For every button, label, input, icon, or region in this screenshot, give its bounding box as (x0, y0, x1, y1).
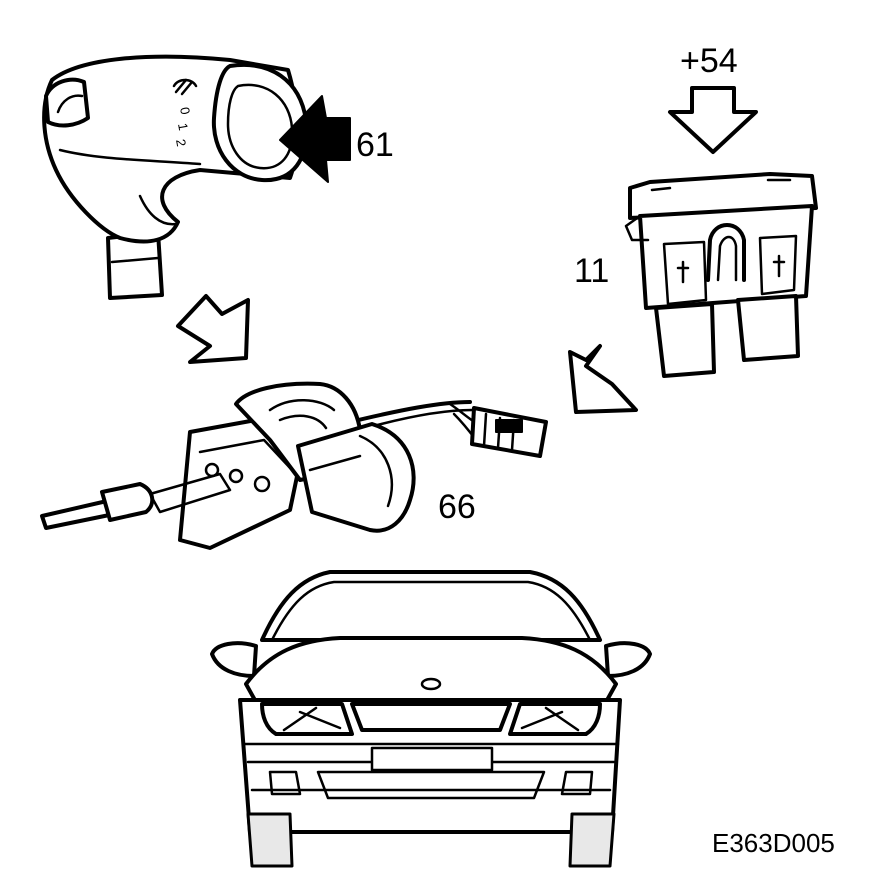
switch-position-2: 2 (173, 138, 189, 148)
push-arrow-icon (279, 95, 351, 183)
wiper-stalk-switch: 0 1 2 (42, 54, 351, 300)
callout-motor-66: 66 (438, 488, 476, 526)
switch-position-0: 0 (177, 106, 193, 116)
voltage-arrow-icon (668, 86, 758, 154)
callout-voltage-54: +54 (680, 42, 738, 80)
car-front-view (210, 570, 652, 868)
wiper-symbol-icon (172, 78, 198, 96)
arrow-fuse-to-motor-icon (568, 344, 638, 414)
callout-fuse-11: 11 (574, 252, 610, 290)
callout-switch-61: 61 (356, 126, 394, 164)
figure-code: E363D005 (712, 828, 835, 858)
arrow-switch-to-motor-icon (176, 294, 250, 364)
switch-position-1: 1 (175, 122, 191, 132)
fuse (624, 86, 818, 378)
wiper-motor (40, 381, 548, 550)
